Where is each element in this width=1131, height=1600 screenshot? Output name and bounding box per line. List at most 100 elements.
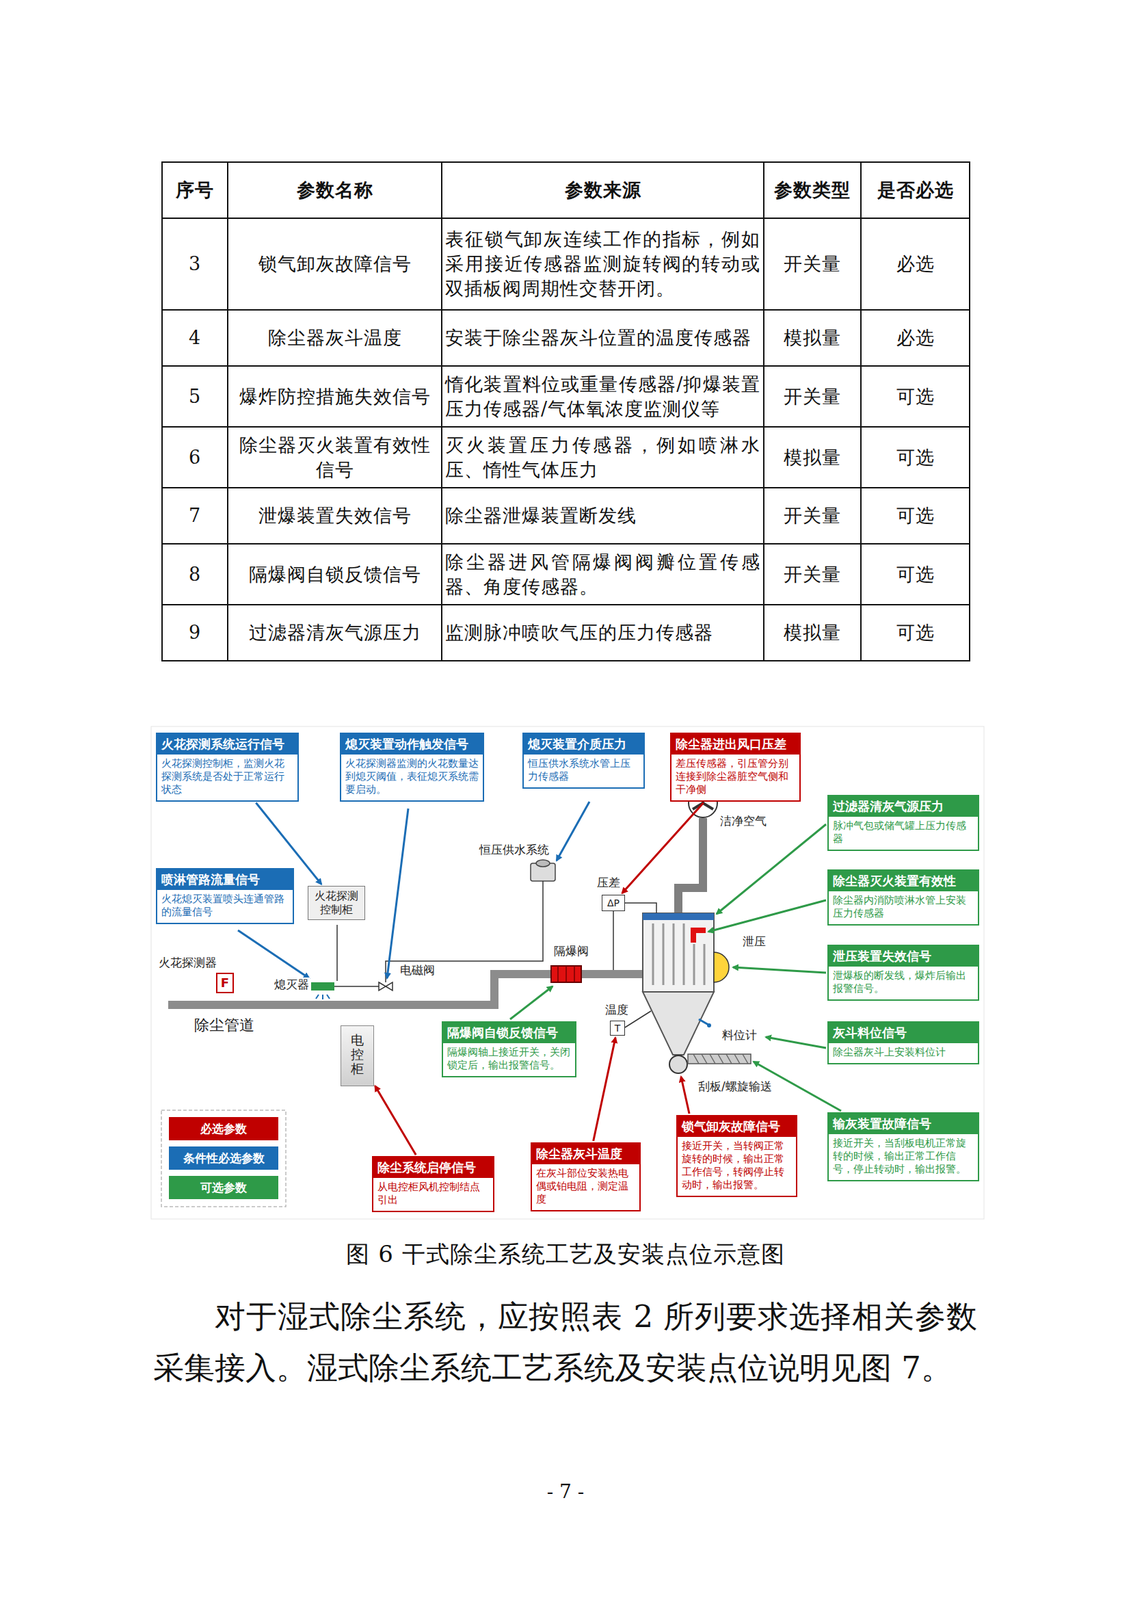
callout-body: 隔爆阀轴上接近开关，关闭锁定后，输出报警信号。 [443,1042,576,1076]
cell-text: 7 [188,504,202,526]
table-row: 3 锁气卸灰故障信号 表征锁气卸灰连续工作的指标，例如采用接近传感器监测旋转阀的转动… [162,218,970,310]
callout-heading: 灰斗料位信号 [828,1022,978,1043]
cell-text: 模拟量 [783,621,842,643]
table-cell: 监测脉冲喷吹气压的压力传感器 [441,604,764,661]
cell-text: 必选 [896,326,935,349]
callout-box: 隔爆阀自锁反馈信号隔爆阀轴上接近开关，关闭锁定后，输出报警信号。 [441,1020,577,1077]
table-body: 序号参数名称参数来源参数类型是否必选3锁气卸灰故障信号表征锁气卸灰连续工作的指标… [162,162,970,661]
callout-heading: 泄压装置失效信号 [828,945,978,967]
header-cell: 参数类型 [763,162,861,219]
leader [681,1076,690,1114]
table-cell: 7 [162,487,228,544]
legend-text: 可选参数 [171,1178,276,1196]
callout-heading: 熄灭装置动作触发信号 [341,733,483,755]
cell-text: 3 [188,253,202,275]
callout-body: 在灰斗部位安装热电偶或铂电阻，测定温度 [531,1163,640,1210]
table-row: 6除尘器灭火装置有效性信号灭火装置压力传感器，例如喷淋水压、惰性气体压力模拟量可… [162,426,970,488]
cell-text: 可选 [896,621,935,643]
callout-body: 泄爆板的断发线，爆炸后输出报警信号。 [828,966,978,1000]
table-cell: 5 [162,365,228,427]
cell-text: 锁气卸灰故障信号 [258,253,412,275]
header-text: 是否必选 [877,179,954,201]
callout-arrow [375,1085,417,1155]
component-text: 火花探测控制柜 [311,888,362,917]
cell-text: 可选 [896,563,935,585]
header-cell: 参数来源 [441,162,764,219]
callout-box: 除尘器灰斗温度在灰斗部位安装热电偶或铂电阻，测定温度 [530,1141,641,1212]
table-cell: 开关量 [763,487,861,544]
table-cell: 开关量 [763,218,861,310]
legend-text: 条件性必选参数 [171,1149,276,1166]
table-cell: 安装于除尘器灰斗位置的温度传感器 [441,309,764,366]
callout-body: 接近开关，当刮板电机正常旋转的时候，输出正常工作信号，停止转动时，输出报警。 [828,1133,978,1180]
component-text: F [217,975,233,991]
legend-text: 必选参数 [171,1120,276,1137]
header-cell: 序号 [162,162,228,219]
conveyor-screw [693,1053,749,1064]
legend-swatch: 必选参数 [168,1116,279,1140]
table-cell: 过滤器清灰气源压力 [227,604,442,661]
callout-box: 除尘系统启停信号从电控柜风机控制结点引出 [371,1155,495,1212]
parameter-table: 序号参数名称参数来源参数类型是否必选3锁气卸灰故障信号表征锁气卸灰连续工作的指标… [161,161,971,662]
callout-heading: 锁气卸灰故障信号 [677,1115,796,1137]
table-cell: 可选 [860,543,970,605]
cell-text: 开关量 [783,563,842,585]
component-text: ΔP [602,895,625,910]
level-probe-tip [707,1022,712,1028]
callout-heading: 喷淋管路流量信号 [157,869,293,890]
cabinet-wire [336,924,338,981]
leader [387,808,409,978]
part-label: 刮板/螺旋输送 [697,1079,773,1093]
callout-body: 火花探测控制柜，监测火花探测系统是否处于正常运行状态 [157,754,298,801]
figure-caption: 图 6 干式除尘系统工艺及安装点位示意图 [0,1239,1131,1268]
leader [556,801,590,861]
legend-swatch: 可选参数 [168,1175,279,1199]
table-cell: 除尘器进风管隔爆阀阀瓣位置传感器、角度传感器。 [441,543,764,605]
rotary-valve [669,1055,688,1073]
collector-top [642,912,714,920]
callout-box: 喷淋管路流量信号火花熄灭装置喷头连通管路的流量信号 [155,867,295,924]
leader [733,966,827,973]
table-row: 8隔爆阀自锁反馈信号除尘器进风管隔爆阀阀瓣位置传感器、角度传感器。开关量可选 [162,543,970,605]
control-cabinet: 火花探测控制柜 [307,885,366,920]
table-cell: 灭火装置压力传感器，例如喷淋水压、惰性气体压力 [441,426,764,488]
table-cell: 开关量 [763,543,861,605]
solenoid-valve [378,981,393,991]
table-cell: 惰化装置料位或重量传感器/抑爆装置压力传感器/气体氧浓度监测仪等 [441,365,764,427]
legend-frame [161,1109,286,1207]
cell-text: 开关量 [783,385,842,407]
cell-text: 爆炸防控措施失效信号 [239,385,431,407]
table-row: 5 爆炸防控措施失效信号惰化装置料位或重量传感器/抑爆装置压力传感器/气体氧浓度监… [162,365,970,427]
cell-text: 除尘器泄爆装置断发线 [445,504,637,526]
table-cell: 爆炸防控措施失效信号 [227,365,442,427]
callout-box: 泄压装置失效信号泄爆板的断发线，爆炸后输出报警信号。 [827,944,980,1001]
part-label: 火花探测器 [157,955,218,969]
dp-tube [624,902,657,913]
table-cell: 可选 [860,365,970,427]
callout-heading: 过滤器清灰气源压力 [828,795,978,817]
part-label: 洁净空气 [719,813,768,828]
cell-text: 4 [188,326,202,349]
callout-heading: 熄灭装置介质压力 [523,733,644,755]
callout-box: 输灰装置故障信号接近开关，当刮板电机正常旋转的时候，输出正常工作信号，停止转动时… [827,1111,980,1181]
callout-heading: 火花探测系统运行信号 [157,733,298,755]
callout-box: 灰斗料位信号除尘器灰斗上安装料位计 [827,1020,980,1064]
part-label: 温度 [604,1002,630,1017]
isolation-valve-lines [557,965,575,982]
table-cell: 锁气卸灰故障信号 [227,218,442,310]
leader [716,823,827,914]
cell-text: 安装于除尘器灰斗位置的温度传感器 [445,326,752,349]
temp-sensor: T [609,1020,625,1036]
cell-text: 可选 [896,446,935,468]
table-cell: 泄爆装置失效信号 [227,487,442,544]
table-column [227,162,442,661]
callout-arrow [593,1037,616,1141]
part-label: 压差 [596,875,621,889]
header-text: 参数类型 [774,179,851,201]
table-cell: 除尘器泄爆装置断发线 [441,487,764,544]
electric-cabinet: 电控柜 [340,1025,375,1086]
table-cell: 3 [162,218,228,310]
callout-body: 除尘器内消防喷淋水管上安装压力传感器 [828,890,978,924]
table-cell: 表征锁气卸灰连续工作的指标，例如采用接近传感器监测旋转阀的转动或双插板阀周期性交… [441,218,764,310]
part-label: 电磁阀 [399,962,436,977]
